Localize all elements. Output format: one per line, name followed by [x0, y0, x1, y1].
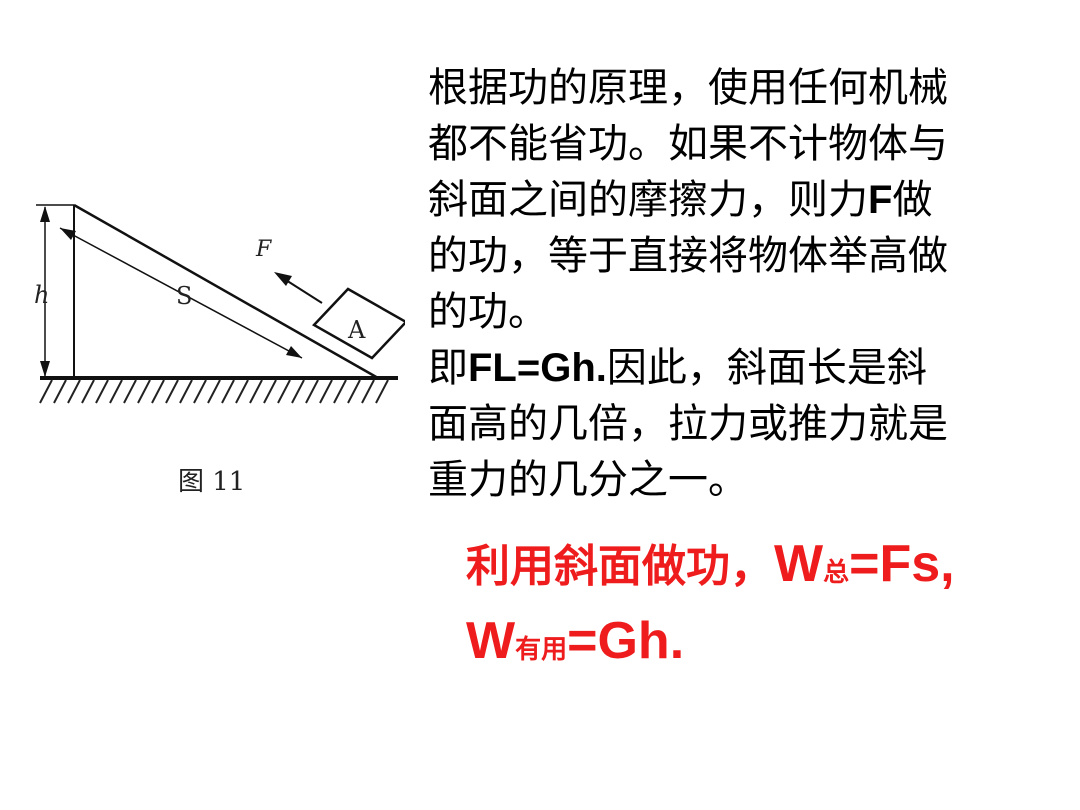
formula-sub-useful: 有用	[515, 635, 568, 665]
formula-w-total: W	[774, 535, 824, 593]
height-arrow-down	[40, 361, 50, 377]
formula-total-rest: =Fs,	[849, 535, 955, 593]
force-symbol-f: F	[868, 178, 893, 222]
formula-line-total: 利用斜面做功，W总=Fs,	[466, 530, 1076, 607]
formula-useful-rest: =Gh.	[567, 612, 685, 670]
ground-hatching	[39, 379, 389, 404]
text-line-3: 斜面之间的摩擦力，则力F做	[428, 172, 1068, 228]
text-line-4: 的功，等于直接将物体举高做	[428, 233, 948, 279]
slope-arrow-end	[286, 346, 302, 358]
work-formula: 利用斜面做功，W总=Fs, W有用=Gh.	[466, 530, 1076, 684]
text-line-6: 即FL=Gh.因此，斜面长是斜	[428, 340, 1068, 396]
figure-caption: 图 11	[178, 467, 245, 497]
text-line-1: 根据功的原理，使用任何机械	[428, 65, 948, 111]
text-line-6-pre: 即	[428, 345, 468, 391]
text-line-7: 面高的几倍，拉力或推力就是	[428, 401, 948, 447]
slope-length-line	[59, 227, 303, 359]
formula-line-useful: W有用=Gh.	[466, 607, 1076, 684]
incline-surface	[73, 203, 379, 380]
explanation-text: 根据功的原理，使用任何机械 都不能省功。如果不计物体与 斜面之间的摩擦力，则力F…	[428, 60, 1068, 508]
block-a-label: A	[347, 316, 366, 344]
equation-fl-gh: FL=Gh.	[468, 346, 607, 390]
text-line-5: 的功。	[428, 289, 548, 335]
formula-prefix: 利用斜面做功，	[466, 541, 774, 592]
text-line-8: 重力的几分之一。	[428, 457, 748, 503]
text-line-3-pre: 斜面之间的摩擦力，则力	[428, 177, 868, 223]
formula-w-useful: W	[466, 612, 516, 670]
text-line-2: 都不能省功。如果不计物体与	[428, 121, 948, 167]
incline-diagram: h S A F 图 11	[30, 190, 405, 525]
height-arrow-up	[40, 206, 50, 222]
force-label: F	[255, 237, 272, 262]
incline-svg: h S A F 图 11	[34, 203, 405, 497]
height-label: h	[34, 281, 49, 309]
slope-arrow-start	[60, 228, 76, 240]
formula-sub-total: 总	[823, 558, 850, 588]
text-line-6-post: 因此，斜面长是斜	[606, 345, 927, 391]
slope-label: S	[176, 282, 192, 310]
text-line-3-post: 做	[892, 177, 933, 223]
force-arrowhead	[274, 272, 292, 286]
block-a	[311, 287, 405, 360]
